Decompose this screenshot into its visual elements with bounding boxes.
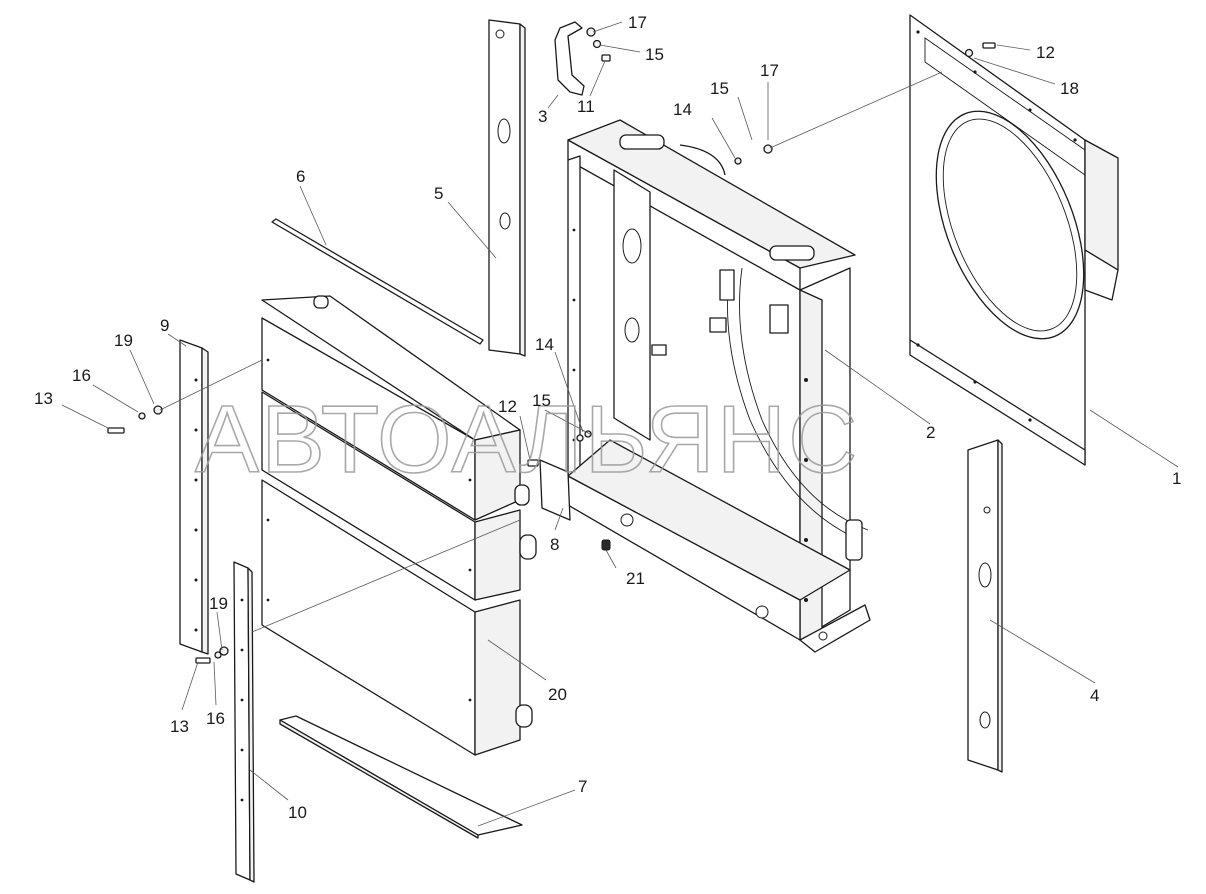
callout-16: 16 [206, 709, 225, 728]
part-10-side-strip [233, 561, 255, 883]
callout-17: 17 [760, 61, 779, 80]
callout-10: 10 [288, 803, 307, 822]
callout-15: 15 [710, 79, 729, 98]
part-3-handle [554, 21, 611, 96]
callout-11: 11 [577, 97, 595, 116]
callout-15: 15 [645, 45, 664, 64]
part-4-strap [967, 439, 1003, 773]
part-6-seal-strip [271, 218, 484, 345]
callout-18: 18 [1060, 79, 1079, 98]
callout-13: 13 [34, 389, 53, 408]
callout-13: 13 [170, 717, 189, 736]
callout-14: 14 [673, 100, 692, 119]
fasteners [107, 42, 996, 664]
callout-6: 6 [296, 167, 305, 186]
callout-15: 15 [532, 391, 551, 410]
callout-12: 12 [498, 397, 517, 416]
callout-2: 2 [926, 423, 935, 442]
callout-17: 17 [628, 13, 647, 32]
callout-3: 3 [538, 107, 547, 126]
watermark-text: АВТОАЛЬЯНС [195, 386, 859, 493]
part-7-bottom-plate [279, 715, 523, 839]
part-2-radiator-frame [567, 119, 871, 653]
callout-16: 16 [72, 366, 91, 385]
callout-1: 1 [1172, 469, 1181, 488]
leader-lines [61, 21, 1179, 827]
callout-labels: 17 15 3 11 15 17 14 12 18 6 5 9 19 16 13… [34, 13, 1181, 822]
part-8-plate [539, 459, 571, 521]
part-1-fan-shroud [909, 14, 1119, 466]
part-5-strap [488, 19, 526, 357]
part-20-radiator-core [261, 295, 537, 756]
callout-7: 7 [578, 777, 587, 796]
callout-19: 19 [209, 594, 228, 613]
callout-4: 4 [1090, 686, 1099, 705]
callout-5: 5 [434, 184, 443, 203]
callout-8: 8 [550, 535, 559, 554]
callout-9: 9 [160, 316, 169, 335]
callout-12: 12 [1036, 43, 1055, 62]
callout-21: 21 [626, 569, 645, 588]
callout-19: 19 [114, 331, 133, 350]
callout-14: 14 [535, 335, 554, 354]
callout-20: 20 [548, 685, 567, 704]
part-9-side-strip [179, 339, 209, 655]
part-21-fitting [601, 539, 611, 551]
